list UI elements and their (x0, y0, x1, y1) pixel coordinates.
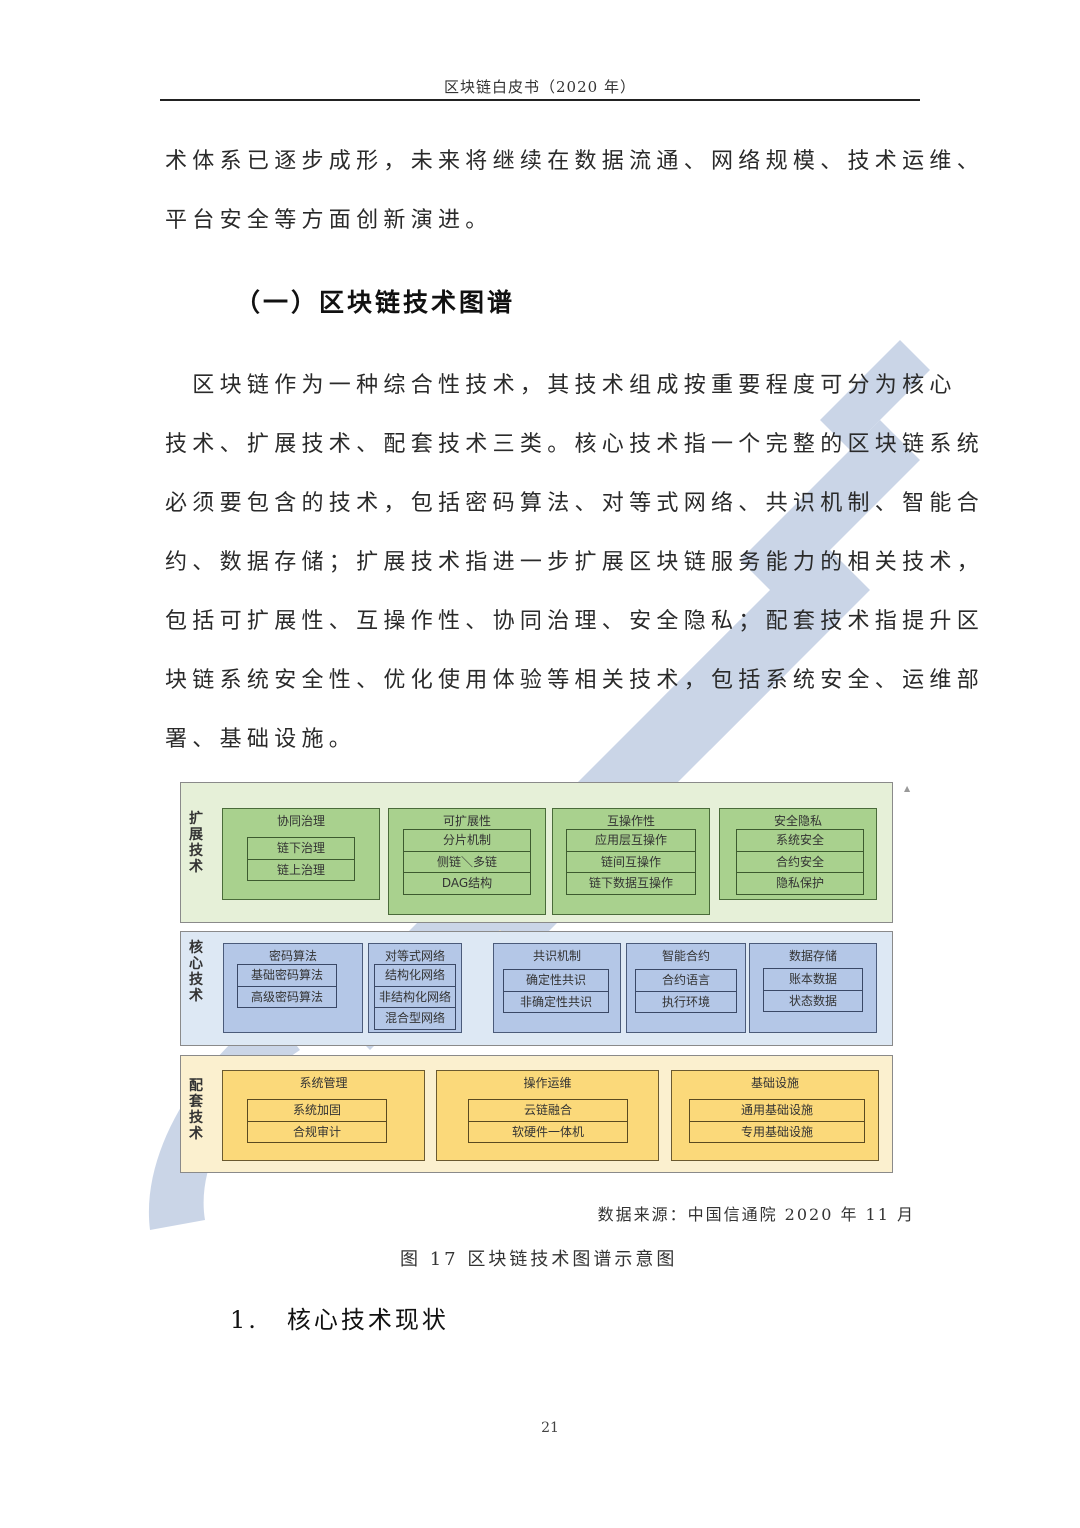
list-item: 通用基础设施 (740, 1103, 813, 1117)
group-box: 互操作性 应用层互操作 链间互操作 链下数据互操作 (552, 808, 710, 915)
figure-caption: 图 17 区块链技术图谱示意图 (400, 1249, 678, 1270)
list-item: 链下治理 (276, 841, 325, 855)
item-list: 应用层互操作 链间互操作 链下数据互操作 (566, 829, 696, 895)
list-item: 专用基础设施 (690, 1121, 864, 1142)
group-title: 安全隐私 (773, 814, 822, 828)
list-item: 链上治理 (248, 859, 354, 880)
item-list: 基础密码算法 高级密码算法 (237, 964, 337, 1008)
list-item: 非确定性共识 (504, 991, 608, 1012)
layer-extension: 扩展技术 协同治理 链下治理 链上治理 可扩展性 分片机制 侧链＼多链 DAG结… (180, 782, 893, 923)
group-title: 协同治理 (276, 814, 325, 828)
group-title: 密码算法 (268, 949, 317, 963)
text-line: 必须要包含的技术，包括密码算法、对等式网络、共识机制、智能合 (165, 491, 985, 516)
diagram-corner-mark: ▲ (904, 784, 911, 793)
figure-source: 数据来源：中国信通院 2020 年 11 月 (597, 1205, 915, 1224)
group-box: 密码算法 基础密码算法 高级密码算法 (223, 943, 363, 1033)
subsection-number: 1. (230, 1306, 259, 1334)
list-item: 账本数据 (788, 972, 837, 986)
group-title: 共识机制 (532, 949, 581, 963)
list-item: 合约安全 (737, 851, 863, 872)
list-item: 分片机制 (442, 833, 491, 847)
item-list: 链下治理 链上治理 (247, 837, 355, 881)
list-item: 隐私保护 (737, 872, 863, 893)
list-item: DAG结构 (404, 872, 530, 893)
list-item: 链下数据互操作 (567, 872, 695, 893)
group-box: 安全隐私 系统安全 合约安全 隐私保护 (719, 808, 877, 900)
intro-paragraph: 术体系已逐步成形，未来将继续在数据流通、网络规模、技术运维、 平台安全等方面创新… (165, 132, 985, 250)
group-box: 共识机制 确定性共识 非确定性共识 (493, 943, 621, 1033)
list-item: 结构化网络 (384, 968, 445, 982)
item-list: 确定性共识 非确定性共识 (503, 969, 609, 1013)
list-item: 应用层互操作 (594, 833, 667, 847)
group-title: 基础设施 (750, 1076, 799, 1090)
group-box: 可扩展性 分片机制 侧链＼多链 DAG结构 (388, 808, 546, 915)
text-line: 块链系统安全性、优化使用体验等相关技术，包括系统安全、运维部 (165, 668, 985, 693)
group-box: 协同治理 链下治理 链上治理 (222, 808, 380, 900)
list-item: 云链融合 (523, 1103, 572, 1117)
group-box: 基础设施 通用基础设施 专用基础设施 (671, 1070, 879, 1161)
item-list: 通用基础设施 专用基础设施 (689, 1099, 865, 1143)
group-box: 系统管理 系统加固 合规审计 (222, 1070, 425, 1161)
list-item: 侧链＼多链 (404, 851, 530, 872)
item-list: 系统加固 合规审计 (247, 1099, 387, 1143)
list-item: 执行环境 (636, 991, 736, 1012)
group-title: 数据存储 (788, 949, 837, 963)
item-list: 分片机制 侧链＼多链 DAG结构 (403, 829, 531, 895)
group-box: 数据存储 账本数据 状态数据 (749, 943, 877, 1033)
layer-label: 核心技术 (189, 940, 203, 1004)
section-heading: （一）区块链技术图谱 (235, 288, 516, 317)
group-box: 操作运维 云链融合 软硬件一体机 (436, 1070, 659, 1161)
list-item: 链间互操作 (567, 851, 695, 872)
layer-supporting: 配套技术 系统管理 系统加固 合规审计 操作运维 云链融合 软硬件一体机 基础设… (180, 1055, 893, 1173)
text-line: 术体系已逐步成形，未来将继续在数据流通、网络规模、技术运维、 (165, 149, 985, 174)
header-rule (160, 99, 920, 101)
group-box: 对等式网络 结构化网络 非结构化网络 混合型网络 (368, 943, 462, 1033)
list-item: 确定性共识 (525, 973, 586, 987)
page-number: 21 (541, 1420, 559, 1436)
subsection-title: 核心技术现状 (286, 1306, 449, 1334)
list-item: 合规审计 (248, 1121, 386, 1142)
list-item: 高级密码算法 (238, 986, 336, 1007)
body-paragraph: 区块链作为一种综合性技术，其技术组成按重要程度可分为核心 技术、扩展技术、配套技… (165, 356, 985, 769)
group-title: 对等式网络 (384, 949, 445, 963)
subsection-heading: 1. 核心技术现状 (230, 1300, 449, 1335)
list-item: 系统加固 (292, 1103, 341, 1117)
list-item: 基础密码算法 (250, 968, 323, 982)
item-list: 结构化网络 非结构化网络 混合型网络 (374, 964, 456, 1030)
list-item: 软硬件一体机 (469, 1121, 627, 1142)
item-list: 系统安全 合约安全 隐私保护 (736, 829, 864, 895)
list-item: 状态数据 (764, 990, 862, 1011)
text-line: 包括可扩展性、互操作性、协同治理、安全隐私；配套技术指提升区 (165, 609, 985, 634)
text-line: 平台安全等方面创新演进。 (165, 208, 493, 233)
group-title: 互操作性 (606, 814, 655, 828)
group-title: 系统管理 (299, 1076, 348, 1090)
layer-label: 配套技术 (189, 1078, 203, 1142)
item-list: 云链融合 软硬件一体机 (468, 1099, 628, 1143)
list-item: 非结构化网络 (375, 986, 455, 1007)
layer-label: 扩展技术 (189, 811, 203, 875)
layer-core: 核心技术 密码算法 基础密码算法 高级密码算法 对等式网络 结构化网络 非结构化… (180, 931, 893, 1046)
item-list: 账本数据 状态数据 (763, 968, 863, 1012)
text-line: 署、基础设施。 (165, 727, 357, 752)
list-item: 合约语言 (661, 973, 710, 987)
running-header: 区块链白皮书（2020 年） (444, 78, 636, 96)
group-title: 智能合约 (661, 949, 710, 963)
list-item: 系统安全 (775, 833, 824, 847)
text-line: 技术、扩展技术、配套技术三类。核心技术指一个完整的区块链系统 (165, 432, 985, 457)
item-list: 合约语言 执行环境 (635, 969, 737, 1013)
group-title: 可扩展性 (442, 814, 491, 828)
text-line: 区块链作为一种综合性技术，其技术组成按重要程度可分为核心 (165, 373, 957, 398)
text-line: 约、数据存储；扩展技术指进一步扩展区块链服务能力的相关技术， (165, 550, 985, 575)
group-box: 智能合约 合约语言 执行环境 (626, 943, 746, 1033)
group-title: 操作运维 (523, 1076, 572, 1090)
list-item: 混合型网络 (375, 1007, 455, 1028)
